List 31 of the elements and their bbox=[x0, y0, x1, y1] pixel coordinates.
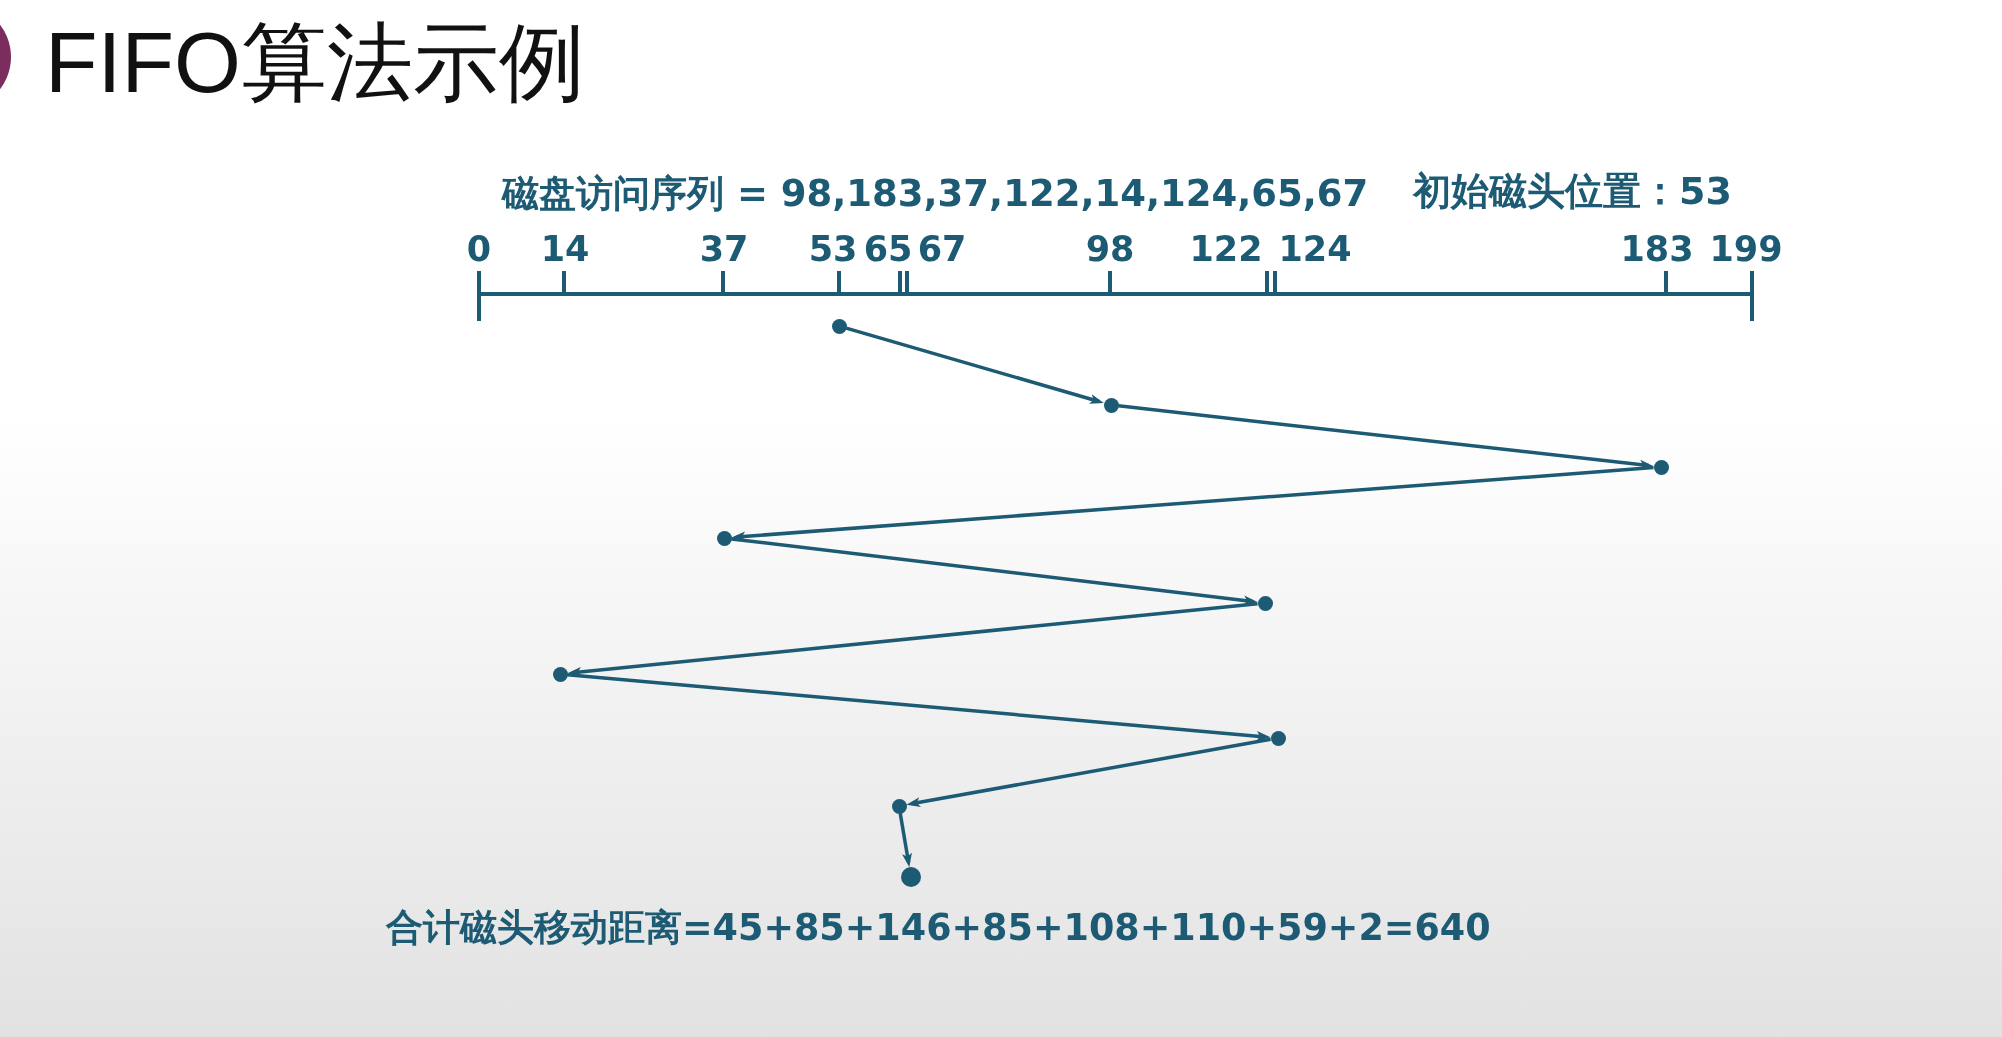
tick-label: 53 bbox=[808, 228, 858, 270]
position-dot bbox=[891, 798, 907, 814]
tick-label: 122 bbox=[1189, 228, 1263, 270]
arrow bbox=[906, 737, 1271, 808]
tick-label: 67 bbox=[917, 228, 967, 270]
slide-title: FIFO算法示例 bbox=[45, 14, 585, 110]
tick-label: 98 bbox=[1085, 228, 1135, 270]
arrow bbox=[567, 672, 1271, 742]
arrow bbox=[898, 813, 912, 868]
tick-label: 199 bbox=[1709, 228, 1783, 270]
arrow bbox=[731, 537, 1258, 606]
position-dot bbox=[1103, 397, 1119, 413]
start-position-text: 初始磁头位置：53 bbox=[1413, 169, 1732, 215]
arrow bbox=[1118, 404, 1654, 470]
position-dot bbox=[1257, 595, 1273, 611]
tick-label: 37 bbox=[699, 228, 749, 270]
position-dot bbox=[1270, 730, 1286, 746]
tick-label: 124 bbox=[1278, 228, 1352, 270]
position-dot bbox=[1653, 459, 1669, 475]
sequence-text: 磁盘访问序列 = 98,183,37,122,14,124,65,67 bbox=[502, 171, 1369, 217]
tick-label: 14 bbox=[540, 228, 590, 270]
total-distance-text: 合计磁头移动距离=45+85+146+85+108+110+59+2=640 bbox=[386, 906, 1491, 950]
tick-label: 183 bbox=[1620, 228, 1694, 270]
position-dot bbox=[831, 318, 847, 334]
tick-label: 0 bbox=[466, 228, 492, 270]
tick-label: 65 bbox=[863, 228, 913, 270]
position-dot bbox=[552, 666, 568, 682]
arrow bbox=[845, 326, 1104, 404]
position-dot bbox=[716, 530, 732, 546]
arrow bbox=[567, 602, 1258, 677]
position-dot bbox=[901, 867, 921, 887]
